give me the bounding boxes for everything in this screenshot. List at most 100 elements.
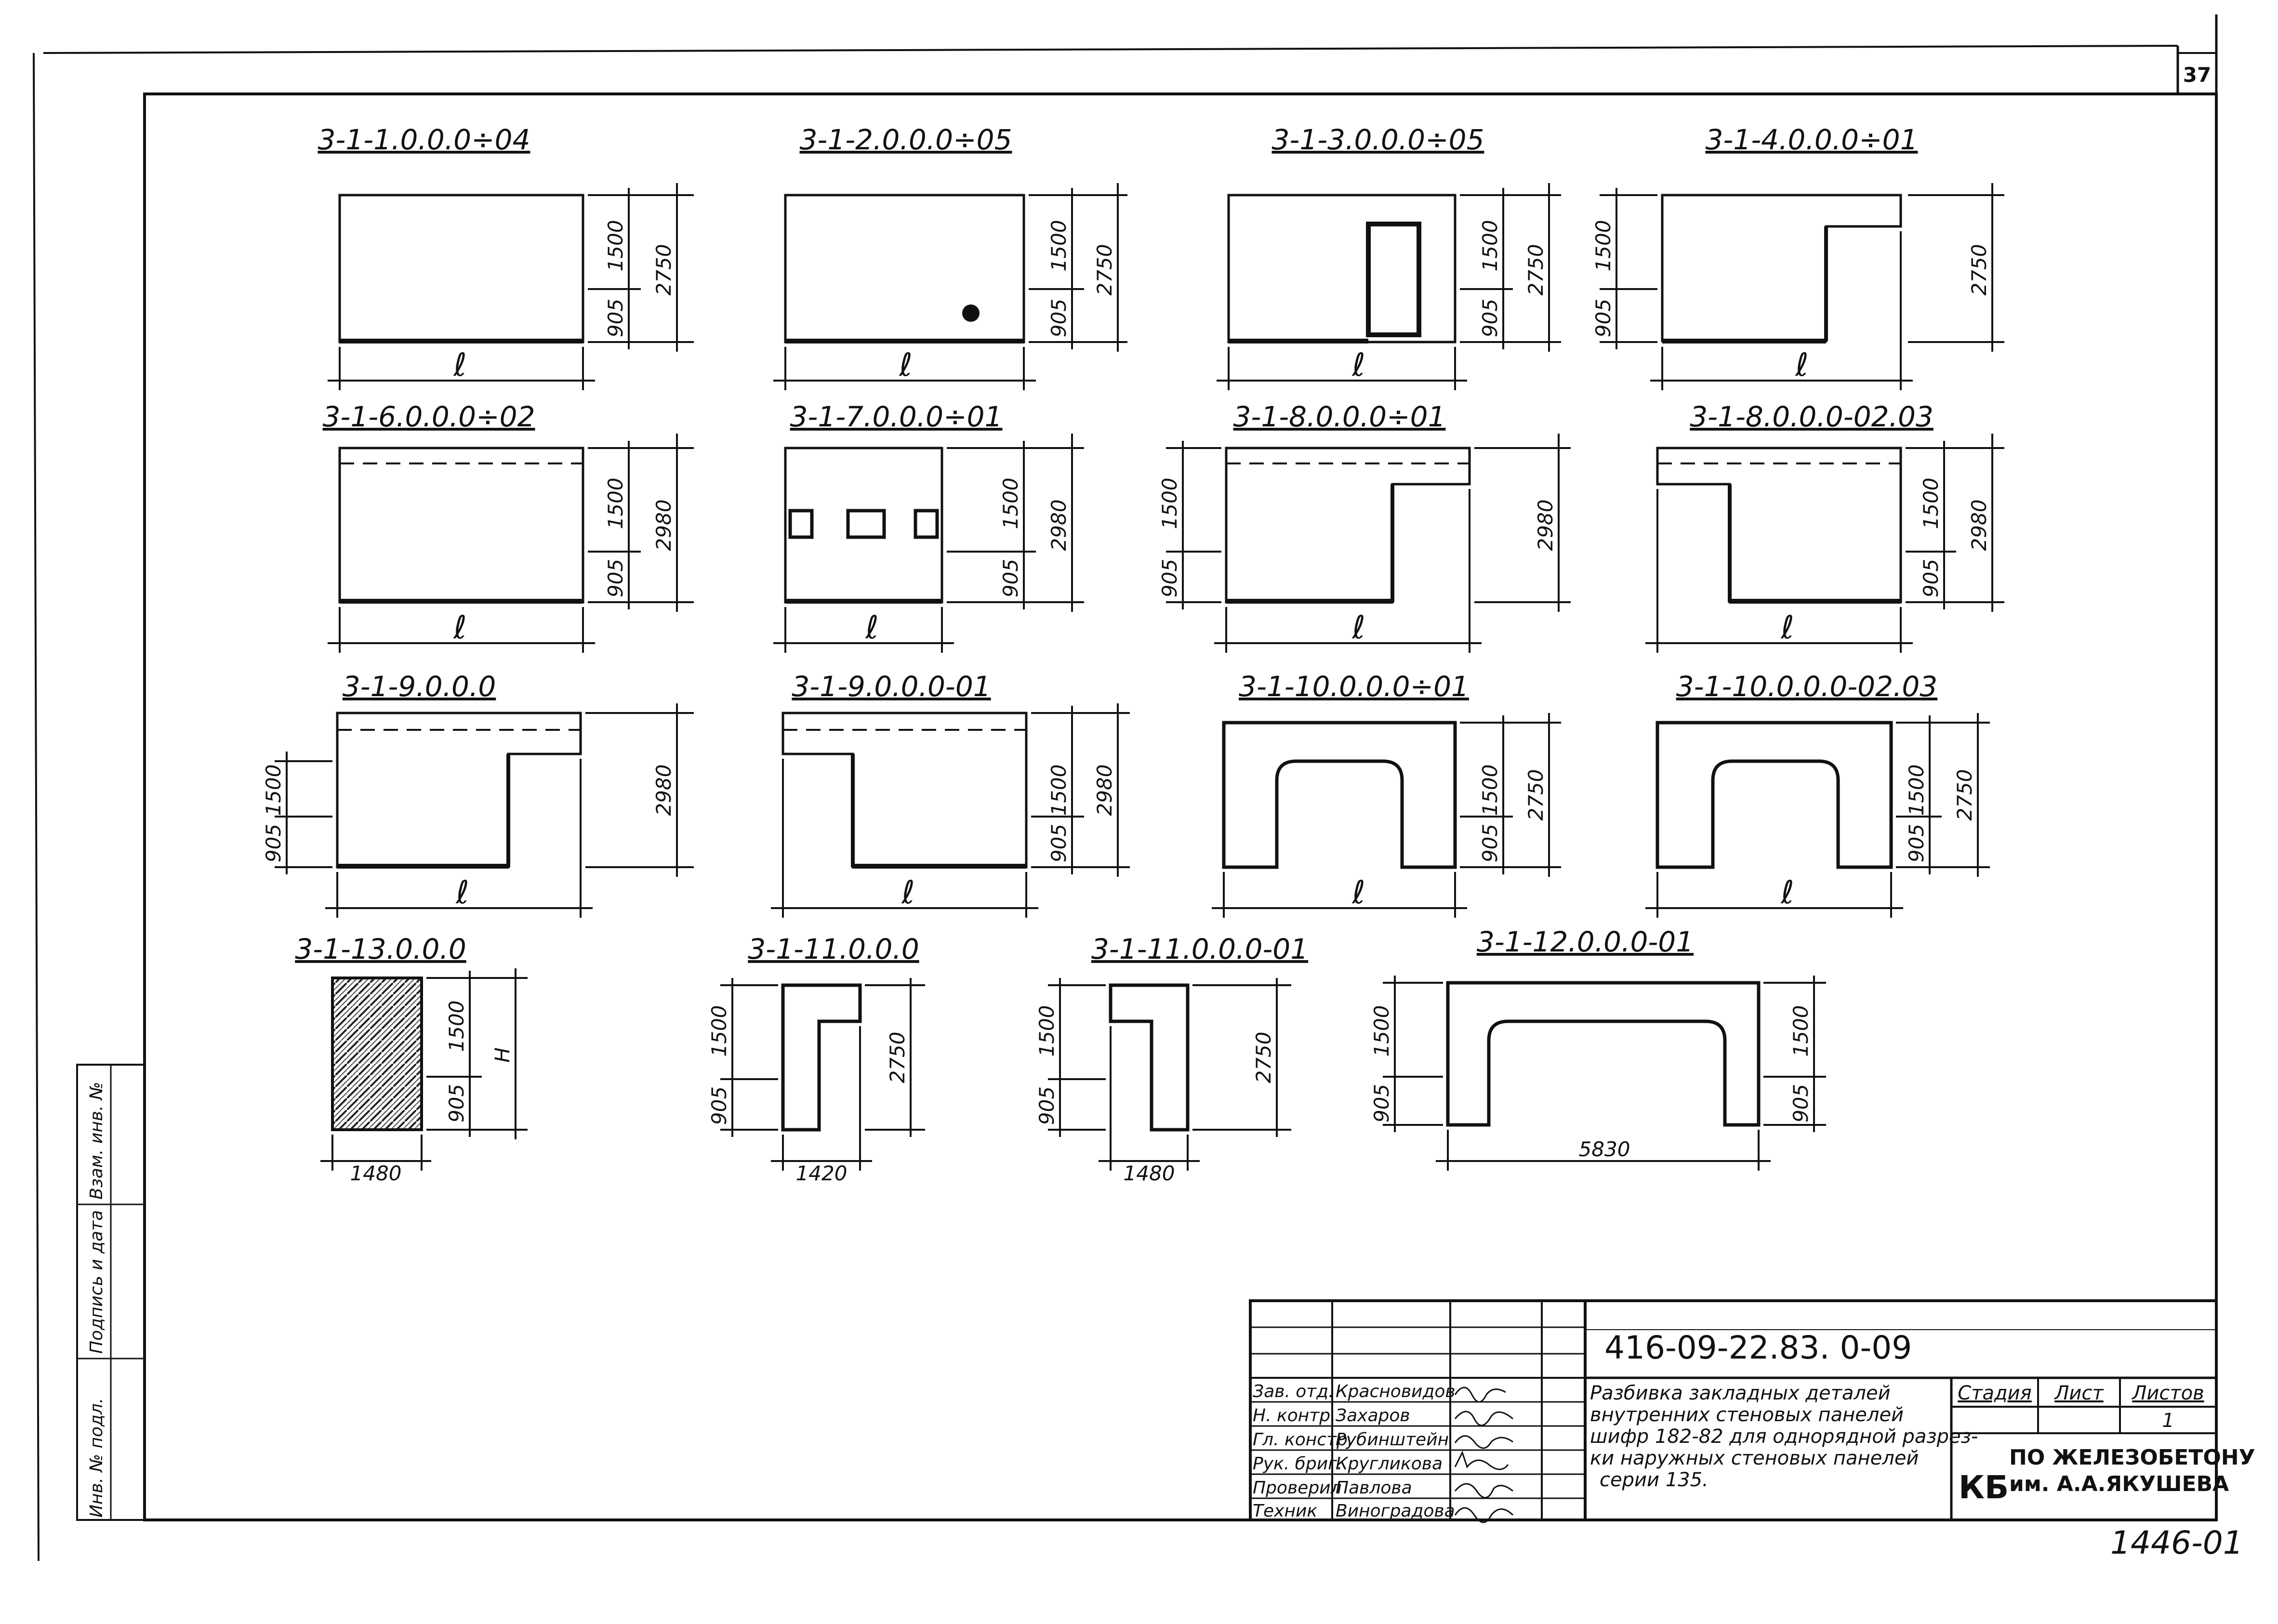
dim-1500: 1500	[999, 478, 1022, 529]
panel-3-1-10-02: 3-1-10.0.0.0-02.03 ℓ 1500 905 2750	[1645, 670, 1990, 918]
staff-name-1: Красновидов	[1336, 1382, 1456, 1401]
panel-title: 3-1-8.0.0.0-02.03	[1690, 400, 1934, 433]
dim-1500: 1500	[1047, 220, 1071, 272]
panel-title: 3-1-9.0.0.0-01	[792, 670, 991, 703]
dim-height: 2750	[1524, 244, 1548, 296]
panel-outline	[1222, 721, 1457, 869]
dim-905: 905	[1478, 824, 1502, 862]
panel-3-1-13: 3-1-13.0.0.0 1480 1500 905 H	[295, 933, 528, 1185]
stage-label: Стадия	[1958, 1382, 2031, 1404]
margin-stamp: Инв. № подл. Подпись и дата Взам. инв. №	[76, 1064, 146, 1521]
sheet-label: Лист	[2053, 1382, 2104, 1404]
panel-outline	[1225, 447, 1471, 604]
panel-outline	[336, 712, 582, 869]
dim-905: 905	[1905, 824, 1928, 862]
page-number-box: 37	[2177, 52, 2217, 95]
panel-title: 3-1-3.0.0.0÷05	[1272, 123, 1484, 156]
sheet-frame	[33, 14, 2218, 1561]
dim-length: ℓ	[1351, 346, 1365, 383]
title-block: 416-09-22.83. 0-09 Зав. отд. Красновидов…	[1249, 1299, 2255, 1523]
panel-title: 3-1-6.0.0.0÷02	[323, 400, 535, 433]
panel-title: 3-1-7.0.0.0÷01	[790, 400, 1003, 433]
dim-905: 905	[1158, 559, 1181, 597]
inventory-number: 1446-01	[2110, 1524, 2243, 1561]
signatures	[1454, 1386, 1514, 1523]
dim-width: 1480	[350, 1162, 402, 1185]
dim-905: 905	[604, 299, 627, 337]
vent-opening	[846, 509, 886, 539]
dim-905: 905	[445, 1084, 468, 1122]
dim-length: ℓ	[865, 609, 878, 646]
panel-outline	[784, 447, 943, 604]
panel-outline	[1446, 981, 1761, 1127]
panel-title: 3-1-10.0.0.0-02.03	[1676, 670, 1937, 703]
dim-905: 905	[1047, 824, 1071, 862]
dim-length: ℓ	[453, 346, 466, 383]
panel-3-1-8-02: 3-1-8.0.0.0-02.03 ℓ 1500 905 2980	[1645, 400, 2004, 653]
dim-length: ℓ	[1780, 874, 1794, 911]
org-name-line-1: ПО ЖЕЛЕЗОБЕТОНУ	[2009, 1445, 2255, 1470]
panel-outline	[1109, 983, 1190, 1132]
socket-mark	[962, 304, 980, 322]
dim-height: 2750	[1252, 1032, 1275, 1083]
panel-outline	[338, 194, 584, 343]
panel-title: 3-1-10.0.0.0÷01	[1239, 670, 1469, 703]
dim-905: 905	[1047, 299, 1071, 337]
dim-1500: 1500	[1478, 220, 1502, 272]
page-number: 37	[2183, 63, 2211, 87]
dim-1500: 1500	[1047, 765, 1071, 816]
dim-1500: 1500	[1035, 1005, 1059, 1057]
dim-905-right: 905	[1789, 1084, 1813, 1122]
staff-role-6: Техник	[1253, 1501, 1317, 1521]
dim-length: ℓ	[899, 346, 912, 383]
dim-length: ℓ	[453, 609, 466, 646]
dim-length: ℓ	[1351, 609, 1365, 646]
panel-3-1-8: 3-1-8.0.0.0÷01 ℓ 1500 905 2980	[1158, 400, 1571, 653]
dim-length: ℓ	[1351, 874, 1365, 911]
drawing-code: 416-09-22.83. 0-09	[1604, 1329, 1912, 1366]
dim-1500: 1500	[1905, 765, 1928, 816]
dim-1500-right: 1500	[1789, 1005, 1813, 1057]
dim-width: 1420	[796, 1162, 848, 1185]
dim-height: 2750	[1524, 769, 1548, 821]
panel-outline	[1661, 194, 1902, 343]
panel-3-1-7: 3-1-7.0.0.0÷01 ℓ 1500 905 2980	[773, 400, 1084, 653]
dim-905: 905	[999, 559, 1022, 597]
dim-1500: 1500	[604, 478, 627, 529]
panel-title: 3-1-13.0.0.0	[295, 933, 466, 965]
description-line-1: Разбивка закладных деталей	[1590, 1382, 1891, 1404]
dim-905: 905	[1591, 299, 1615, 337]
dim-1500: 1500	[262, 765, 285, 816]
panel-3-1-6: 3-1-6.0.0.0÷02 ℓ 1500 905 2980	[323, 400, 694, 653]
staff-role-4: Рук. бриг.	[1253, 1454, 1342, 1474]
staff-role-3: Гл. констр.	[1253, 1430, 1353, 1450]
staff-name-6: Виноградова	[1336, 1501, 1455, 1521]
dim-1500: 1500	[707, 1005, 731, 1057]
vent-opening	[788, 509, 814, 539]
dim-width: 5830	[1579, 1137, 1630, 1161]
panel-outline	[784, 194, 1025, 343]
dim-1500: 1500	[1158, 478, 1181, 529]
panel-3-1-11: 3-1-11.0.0.0 1420 1500 905 2750	[707, 933, 925, 1185]
panel-3-1-3: 3-1-3.0.0.0÷05 ℓ 1500 905 2750	[1217, 123, 1561, 390]
dim-1500: 1500	[1478, 765, 1502, 816]
dim-905: 905	[707, 1086, 731, 1125]
staff-name-4: Кругликова	[1336, 1454, 1443, 1474]
dim-width: 1480	[1124, 1162, 1175, 1185]
dim-height: 2750	[1093, 244, 1116, 296]
panel-title: 3-1-8.0.0.0÷01	[1233, 400, 1446, 433]
panel-outline	[1656, 721, 1893, 869]
dim-height: 2750	[1953, 769, 1976, 821]
sheets-value: 1	[2162, 1410, 2174, 1432]
dim-length: ℓ	[1795, 346, 1808, 383]
dim-height: H	[490, 1047, 514, 1063]
dim-1500: 1500	[1919, 478, 1943, 529]
dim-height: 2750	[1967, 244, 1991, 296]
org-mark: КБ	[1959, 1469, 2009, 1506]
panel-title: 3-1-12.0.0.0-01	[1477, 925, 1694, 958]
dim-height: 2980	[652, 500, 675, 551]
panel-outline	[781, 712, 1028, 869]
dim-height: 2980	[652, 765, 675, 816]
panel-outline	[338, 447, 584, 604]
